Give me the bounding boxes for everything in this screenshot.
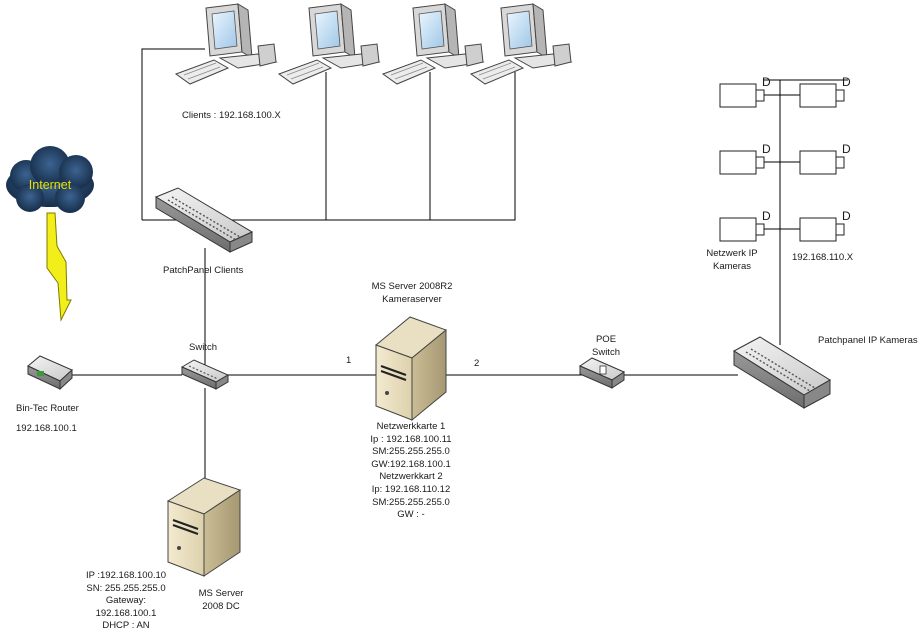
poe-switch-icon — [578, 357, 626, 389]
switch-icon — [180, 359, 230, 390]
camera-marker-4: D — [842, 142, 851, 156]
dc-server-info: IP :192.168.100.10 SN: 255.255.255.0 Gat… — [76, 570, 176, 633]
router-ip-label: 192.168.100.1 — [16, 423, 77, 434]
client-pc-icon-4 — [469, 3, 573, 85]
patchpanel-cameras-label: Patchpanel IP Kameras — [818, 335, 918, 346]
kameraserver-info-line: Ip: 192.168.110.12 — [371, 483, 451, 495]
router-icon — [27, 355, 73, 391]
cameras-subnet-label: 192.168.110.X — [792, 252, 854, 263]
client-bus-line — [141, 48, 205, 220]
ip-camera-icon-5 — [719, 217, 765, 242]
camera-marker-2: D — [842, 75, 851, 89]
kameraserver-title-line1: MS Server 2008R2 — [371, 281, 453, 292]
lightning-icon — [46, 212, 72, 322]
dc-server-info-line: IP :192.168.100.10 — [85, 570, 167, 581]
kameraserver-info-line: Netzwerkkarte 1 — [376, 421, 446, 432]
kameraserver-info-line: GW:192.168.100.1 — [371, 458, 451, 470]
client-pc-icon-3 — [381, 3, 485, 85]
dc-server-info-line: DHCP : AN — [102, 620, 150, 632]
kameraserver-tower-icon — [375, 316, 447, 422]
link-number-2: 2 — [474, 358, 480, 369]
clients-label: Clients : 192.168.100.X — [182, 110, 281, 121]
kameraserver-title: MS Server 2008R2 Kameraserver — [352, 281, 472, 306]
patchpanel-clients-label: PatchPanel Clients — [163, 265, 244, 276]
switch-label: Switch — [189, 342, 217, 353]
client-pc-icon-2 — [277, 3, 381, 85]
cameras-label-line1: Netzwerk IP — [706, 248, 758, 259]
poe-switch-label-line1: POE — [595, 334, 617, 345]
kameraserver-title-line2: Kameraserver — [382, 293, 442, 305]
ip-camera-icon-6 — [799, 217, 845, 242]
camera-marker-1: D — [762, 75, 771, 89]
kameraserver-info-line: SM:255.255.255.0 — [372, 446, 450, 458]
kameraserver-info-line: Netzwerkkart 2 — [379, 471, 443, 483]
dc-server-name-line1: MS Server — [198, 588, 244, 599]
dc-server-info-line: SN: 255.255.255.0 — [86, 582, 166, 594]
dc-server-name-line2: 2008 DC — [202, 600, 240, 612]
camera-marker-3: D — [762, 142, 771, 156]
kameraserver-info: Netzwerkkarte 1 Ip : 192.168.100.11 SM:2… — [351, 421, 471, 522]
patchpanel-clients-icon — [154, 187, 254, 253]
kameraserver-info-line: GW : - — [397, 509, 425, 521]
ip-camera-icon-2 — [799, 83, 845, 108]
kameraserver-info-line: SM:255.255.255.0 — [372, 496, 450, 508]
dc-server-info-line: Gateway: — [105, 595, 147, 607]
cameras-label-line2: Kameras — [712, 260, 751, 272]
internet-cloud-icon — [6, 146, 94, 213]
kameraserver-info-line: Ip : 192.168.100.11 — [370, 433, 452, 445]
camera-marker-6: D — [842, 209, 851, 223]
client-pc-icon-1 — [174, 3, 278, 85]
link-number-1: 1 — [346, 355, 352, 366]
ip-camera-icon-3 — [719, 150, 765, 175]
camera-marker-5: D — [762, 209, 771, 223]
ip-camera-icon-4 — [799, 150, 845, 175]
poe-switch-label-line2: Switch — [592, 346, 620, 358]
ip-camera-icon-1 — [719, 83, 765, 108]
patchpanel-cameras-icon — [733, 336, 831, 409]
poe-switch-label: POE Switch — [582, 334, 630, 359]
internet-label: Internet — [29, 178, 72, 192]
dc-server-tower-icon — [166, 477, 242, 577]
connection-lines — [72, 48, 848, 483]
dc-server-name: MS Server 2008 DC — [188, 588, 254, 613]
cameras-label: Netzwerk IP Kameras — [700, 248, 764, 273]
client-bus-bottom — [142, 72, 516, 221]
router-name-label: Bin-Tec Router — [16, 403, 79, 414]
dc-server-info-line: 192.168.100.1 — [95, 607, 157, 619]
